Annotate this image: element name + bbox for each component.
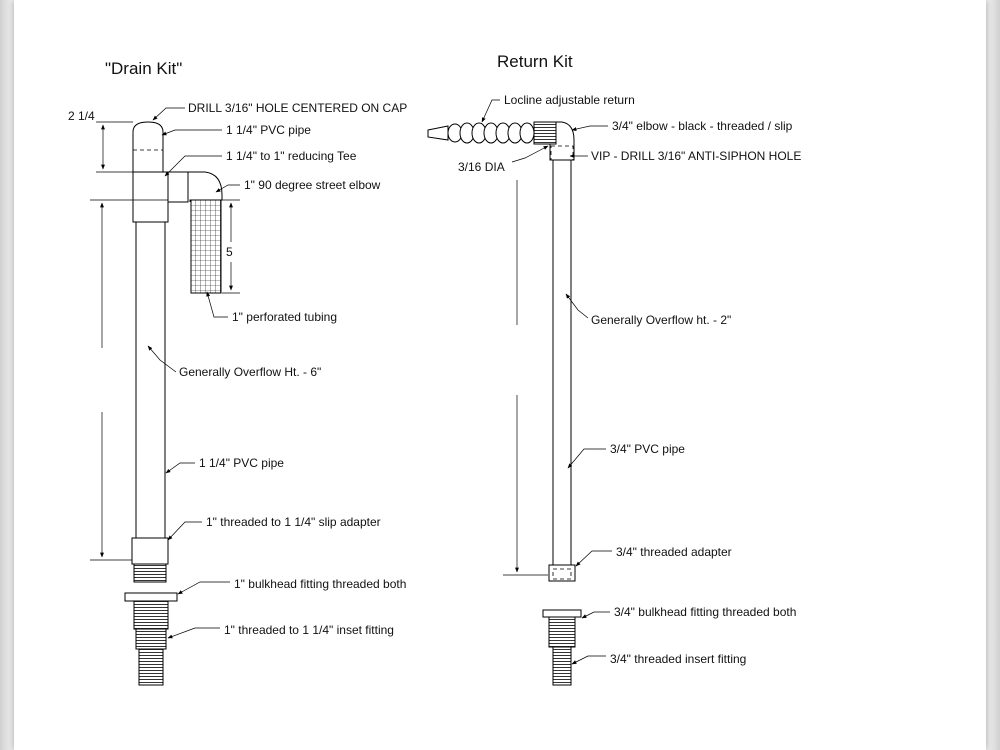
street-elbow: [188, 171, 223, 202]
label-return-adapter: 3/4" threaded adapter: [616, 545, 732, 559]
return-bulkhead-flange: [542, 609, 582, 618]
locline-nozzle: [427, 125, 449, 141]
drain-kit: "Drain Kit" 2 1/4 5: [68, 59, 407, 686]
label-overflow-drain: Generally Overflow Ht. - 6": [179, 365, 321, 379]
reducing-tee-branch: [167, 171, 189, 203]
label-return-insert: 3/4" threaded insert fitting: [610, 652, 746, 666]
inset-fitting-barb: [138, 648, 164, 686]
label-return-overflow: Generally Overflow ht. - 2": [591, 313, 731, 327]
locline-segments: [447, 122, 535, 144]
bulkhead-flange: [124, 592, 178, 602]
slip-adapter-thread: [133, 563, 167, 583]
label-pvc-main: 1 1/4" PVC pipe: [199, 456, 284, 470]
label-street-elbow: 1" 90 degree street elbow: [244, 178, 381, 192]
label-inset-fitting: 1" threaded to 1 1/4" inset fitting: [224, 623, 394, 637]
return-kit: Return Kit Locline adjus: [427, 52, 801, 686]
label-return-pvc: 3/4" PVC pipe: [610, 442, 685, 456]
reducing-tee-body: [132, 171, 169, 223]
drain-main-pipe: [135, 221, 166, 539]
drain-cap: [132, 121, 164, 172]
label-bulkhead: 1" bulkhead fitting threaded both: [234, 577, 406, 591]
label-return-elbow: 3/4" elbow - black - threaded / slip: [612, 119, 793, 133]
slip-adapter: [131, 537, 169, 565]
return-insert-fitting: [552, 646, 572, 686]
label-dia: 3/16 DIA: [458, 160, 505, 174]
label-locline: Locline adjustable return: [504, 93, 635, 107]
return-elbow-thread: [533, 121, 557, 145]
dim-cap-text: 2 1/4: [68, 109, 95, 123]
dim-strainer-text: 5: [226, 245, 233, 259]
drain-kit-title: "Drain Kit": [105, 59, 182, 78]
label-reducing-tee: 1 1/4" to 1" reducing Tee: [226, 149, 357, 163]
return-kit-title: Return Kit: [497, 52, 573, 71]
label-vip: VIP - DRILL 3/16" ANTI-SIPHON HOLE: [591, 149, 801, 163]
return-pipe: [552, 159, 572, 566]
label-slip-adapter: 1" threaded to 1 1/4" slip adapter: [206, 515, 381, 529]
label-return-bulkhead: 3/4" bulkhead fitting threaded both: [614, 605, 796, 619]
return-bulkhead-body: [548, 616, 576, 648]
label-pvc-top: 1 1/4" PVC pipe: [226, 123, 311, 137]
perforated-tubing: [190, 199, 222, 294]
label-drill-cap: DRILL 3/16" HOLE CENTERED ON CAP: [188, 101, 407, 115]
label-perforated: 1" perforated tubing: [232, 310, 337, 324]
bulkhead-body: [133, 600, 169, 630]
inset-fitting-thread: [135, 628, 167, 650]
